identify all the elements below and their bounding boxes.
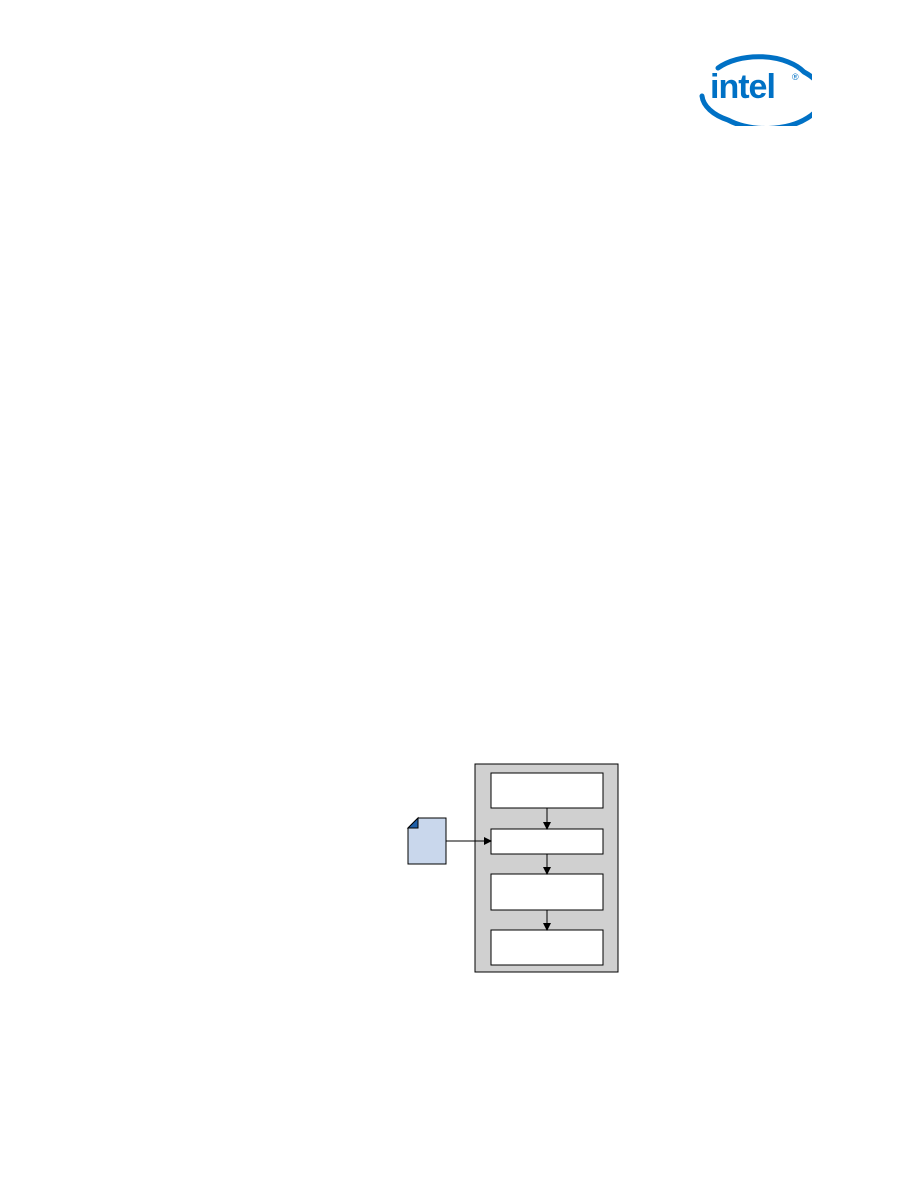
logo-registered-mark: ® <box>792 72 799 82</box>
logo-swoosh <box>699 54 812 126</box>
logo-wordmark: intel <box>710 68 775 106</box>
document-icon <box>406 816 447 865</box>
stage-box-3 <box>490 873 604 911</box>
intel-logo: intel ® <box>699 54 812 126</box>
stage-box-2 <box>490 828 604 855</box>
stage-box-1 <box>490 772 604 809</box>
flow-diagram <box>406 763 619 973</box>
stage-box-4 <box>490 929 604 966</box>
